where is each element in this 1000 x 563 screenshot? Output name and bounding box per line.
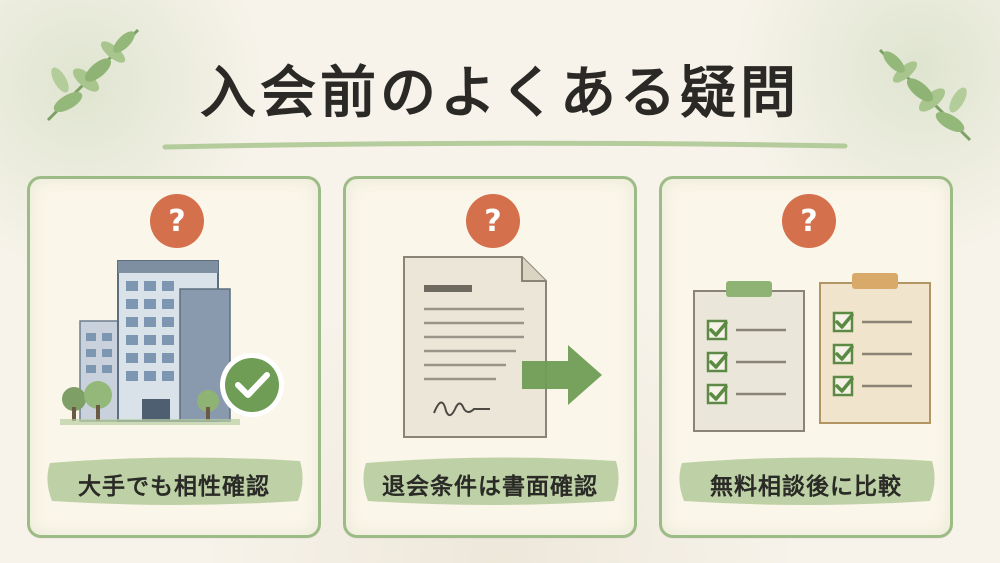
office-building-icon (60, 260, 284, 425)
question-mark: ? (800, 203, 818, 239)
faq-card-1: ? 大手でも相性確認 (27, 176, 321, 538)
faq-card-3: ? 無料相談後に比較 (659, 176, 953, 538)
question-badge: ? (779, 191, 839, 251)
title-underline (162, 140, 848, 150)
question-icon (150, 194, 204, 248)
label-backdrop (363, 457, 619, 505)
faq-card-2: ? 退会条件は書面確認 (343, 176, 637, 538)
checklist-clipboards-icon (693, 273, 931, 432)
question-badge: ? (463, 191, 523, 251)
contract-document-icon (403, 256, 602, 438)
question-mark: ? (168, 203, 186, 239)
label-backdrop (679, 457, 935, 505)
question-badge: ? (147, 191, 207, 251)
question-icon (782, 194, 836, 248)
faq-card-label: 退会条件は書面確認 (382, 474, 598, 500)
faq-card-label: 大手でも相性確認 (78, 474, 270, 500)
question-icon (466, 194, 520, 248)
page-title: 入会前のよくある疑問 (200, 60, 800, 126)
leaf-branch-left-icon (46, 28, 140, 122)
leaf-branch-right-icon (878, 48, 972, 142)
question-mark: ? (484, 203, 502, 239)
label-backdrop (47, 457, 303, 505)
faq-card-label: 無料相談後に比較 (710, 474, 902, 500)
